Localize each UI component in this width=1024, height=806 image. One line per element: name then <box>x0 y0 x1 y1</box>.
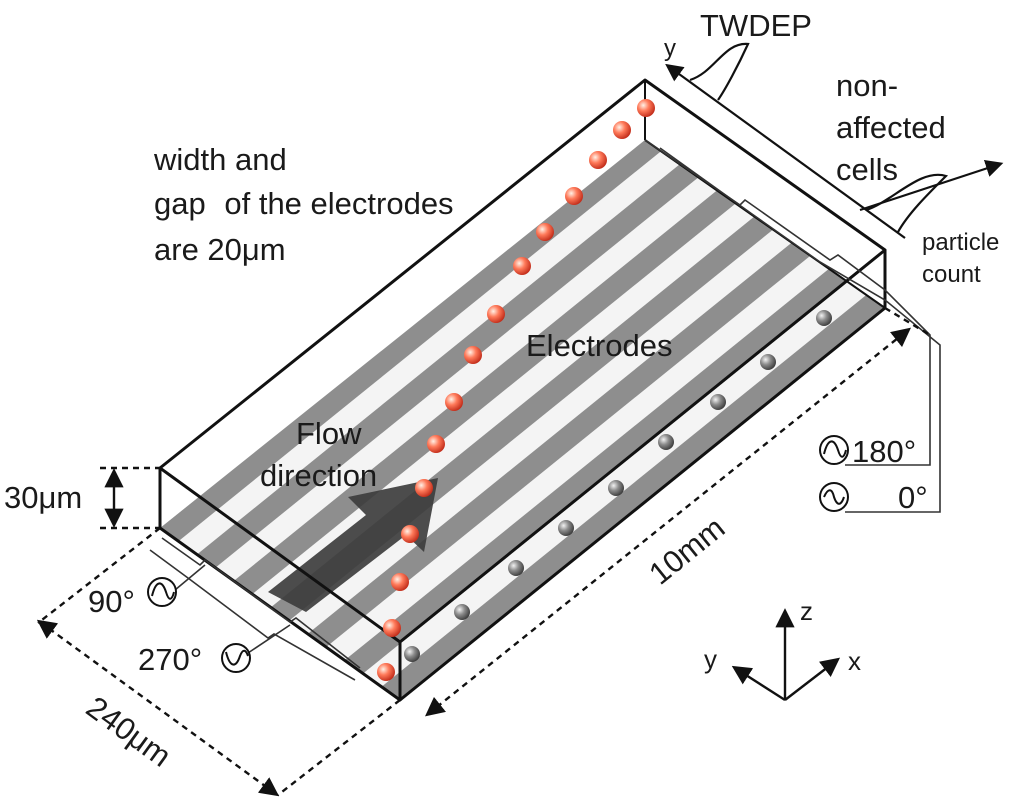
affected-cell <box>464 346 482 364</box>
outlet-arrows <box>665 42 1004 239</box>
sine-180-icon <box>819 435 849 465</box>
axis-z-label: z <box>800 596 813 626</box>
non-affected-cell <box>608 480 624 496</box>
affected-cell <box>427 435 445 453</box>
non-affected-cell <box>710 394 726 410</box>
non-affected-cell <box>760 354 776 370</box>
non-affected-line-3: cells <box>836 152 898 187</box>
non-affected-cell <box>404 646 420 662</box>
electrodes-label: Electrodes <box>526 328 672 363</box>
flow-direction-line-2: direction <box>260 458 377 493</box>
electrode-note-part-3: of the electrodes <box>224 186 453 221</box>
electrode-note-line-1: width and <box>153 142 287 177</box>
phase-0-label: 0° <box>898 480 928 515</box>
particle-count-line-1: particle <box>922 229 999 256</box>
affected-cell <box>613 121 631 139</box>
non-affected-cell <box>658 434 674 450</box>
phase-270-label: 270° <box>138 642 202 677</box>
electrode-stripe <box>160 140 664 542</box>
phase-180-label: 180° <box>852 434 916 469</box>
non-affected-cell <box>816 310 832 326</box>
axis-y-top-label: y <box>664 35 676 62</box>
affected-cell <box>637 99 655 117</box>
affected-cell <box>565 187 583 205</box>
height-label: 30μm <box>4 480 82 515</box>
axis-triad <box>731 608 841 702</box>
flow-direction-line-1: Flow <box>296 416 362 451</box>
length-label: 10mm <box>642 510 731 591</box>
affected-cell <box>383 619 401 637</box>
affected-cell <box>513 257 531 275</box>
affected-cell <box>415 479 433 497</box>
electrode-note-line-2: gap of the electrodes <box>154 186 454 221</box>
non-affected-cell <box>558 520 574 536</box>
affected-cell <box>391 573 409 591</box>
affected-cell <box>589 151 607 169</box>
dimension-lines <box>36 306 931 797</box>
affected-cell <box>536 223 554 241</box>
non-affected-line-1: non- <box>836 68 898 103</box>
affected-cell <box>445 393 463 411</box>
non-affected-line-2: affected <box>836 110 946 145</box>
affected-cell <box>401 525 419 543</box>
non-affected-cell <box>454 604 470 620</box>
affected-cell <box>377 663 395 681</box>
twdep-label: TWDEP <box>700 8 812 43</box>
electrode-note-part-2: gap <box>154 186 206 221</box>
sine-0-icon <box>819 482 849 512</box>
axis-y-label: y <box>704 644 717 674</box>
electrode-note-line-3: are 20μm <box>154 232 286 267</box>
non-affected-cell <box>508 560 524 576</box>
phase-90-label: 90° <box>88 584 135 619</box>
sine-90-icon <box>147 577 177 607</box>
electrode-note-part-1: width and <box>153 142 287 177</box>
width-label: 240μm <box>80 689 178 773</box>
affected-cell <box>487 305 505 323</box>
axis-x-label: x <box>848 646 861 676</box>
particle-count-line-2: count <box>922 261 981 288</box>
sine-270-icon <box>221 643 251 673</box>
